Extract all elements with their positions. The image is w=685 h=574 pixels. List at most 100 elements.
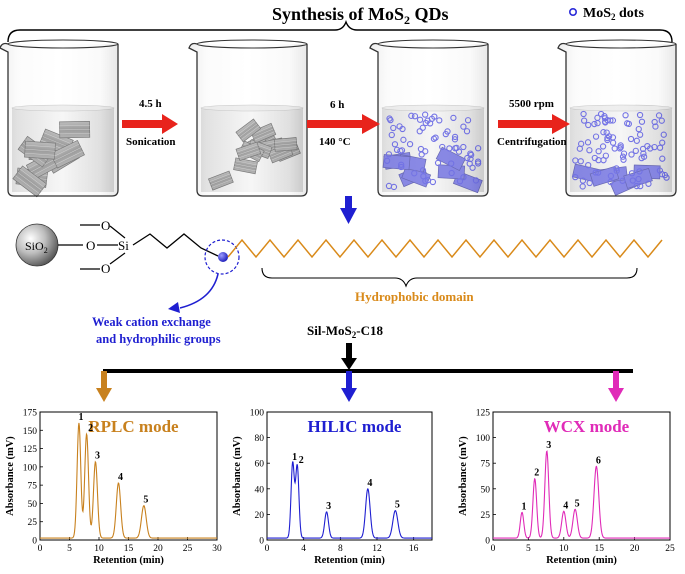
hilic-xtick-label: 12 — [372, 544, 382, 554]
step1-method-label: Sonication — [126, 136, 176, 148]
wcx-xtick-label: 0 — [491, 544, 496, 554]
c18-chain — [227, 238, 663, 259]
hilic-peak-label: 5 — [395, 500, 400, 511]
hilic-peak-label: 1 — [292, 452, 297, 463]
wcx-ytick-label: 75 — [481, 460, 491, 470]
rplc-chromatogram-trace — [40, 422, 217, 539]
rplc-peak-label: 1 — [78, 412, 83, 423]
beaker-sonicated — [188, 39, 308, 197]
hilic-title: HILIC mode — [308, 417, 402, 436]
mos2-dot-legend-icon — [568, 8, 577, 17]
rplc-ytick-label: 75 — [28, 482, 38, 492]
silica-molecule: SiO2 O Si O O Hydrophobic domain Weak ca… — [15, 218, 663, 346]
rplc-peak-label: 5 — [143, 495, 148, 506]
top-brace — [7, 20, 673, 43]
wcx-peak-label: 2 — [534, 468, 539, 479]
rplc-peak-label: 2 — [88, 423, 93, 434]
wcx-xtick-label: 10 — [559, 544, 569, 554]
hilic-ytick-label: 80 — [255, 434, 265, 444]
wcx-ytick-label: 0 — [485, 537, 490, 547]
wcx-xtick-label: 15 — [594, 544, 604, 554]
dashed-site-circle — [204, 239, 240, 275]
material-label: Sil-MoS2-C18 — [307, 323, 384, 340]
rplc-xtick-label: 0 — [38, 544, 43, 554]
rplc-ylabel: Absorbance (mV) — [5, 436, 16, 516]
hilic-xtick-label: 0 — [265, 544, 270, 554]
hydrophobic-domain-label: Hydrophobic domain — [355, 289, 474, 304]
step-arrow-1: 4.5 h Sonication — [122, 98, 178, 148]
step3-speed-label: 5500 rpm — [509, 98, 554, 110]
hilic-peak-label: 4 — [367, 478, 372, 489]
hilic-xtick-label: 8 — [338, 544, 343, 554]
step3-method-label: Centrifugation — [497, 136, 567, 148]
o-bot-label: O — [101, 261, 110, 276]
wcx-ylabel: Absorbance (mV) — [458, 436, 469, 516]
step-arrow-2: 6 h 140 °C — [307, 99, 380, 148]
wcx-ytick-label: 50 — [481, 485, 491, 495]
rplc-ytick-label: 25 — [28, 518, 38, 528]
rplc-ytick-label: 150 — [23, 427, 38, 437]
wcx-ytick-label: 100 — [476, 434, 491, 444]
hilic-xlabel: Retention (min) — [314, 555, 385, 566]
wcx-peak-label: 1 — [522, 501, 527, 512]
hilic-plot-frame — [266, 411, 433, 541]
rplc-xtick-label: 30 — [212, 544, 222, 554]
rplc-xtick-label: 15 — [124, 544, 134, 554]
beaker-heated — [369, 39, 489, 197]
hilic-ytick-label: 0 — [259, 537, 264, 547]
rplc-xtick-label: 5 — [67, 544, 72, 554]
hilic-xtick-label: 16 — [409, 544, 419, 554]
wcx-xlabel: Retention (min) — [546, 555, 617, 566]
blue-down-arrow — [340, 196, 357, 224]
wcx-xtick-label: 25 — [665, 544, 675, 554]
hilic-ytick-label: 20 — [255, 511, 265, 521]
rplc-ytick-label: 100 — [23, 463, 38, 473]
beaker-centrifuged — [557, 39, 677, 197]
rplc-title: RPLC mode — [88, 417, 179, 436]
hilic-ytick-label: 100 — [250, 409, 265, 419]
rplc-ytick-label: 50 — [28, 500, 38, 510]
weak-cation-label-line2: and hydrophilic groups — [96, 332, 221, 346]
rplc-ytick-label: 0 — [32, 537, 37, 547]
wcx-plot-frame — [492, 411, 671, 541]
wcx-peak-label: 3 — [546, 440, 551, 451]
mode-distribution-tree — [96, 343, 633, 402]
rplc-peak-label: 3 — [95, 451, 100, 462]
sio2-label: SiO2 — [25, 239, 48, 255]
hilic-chromatogram-trace — [267, 461, 432, 539]
o-mid-label: O — [86, 238, 95, 253]
wcx-peak-label: 6 — [596, 455, 601, 466]
step1-time-label: 4.5 h — [139, 98, 162, 110]
beaker-bulk-mos2 — [0, 39, 119, 198]
wcx-xtick-label: 5 — [526, 544, 531, 554]
rplc-ytick-label: 125 — [23, 445, 38, 455]
rplc-xlabel: Retention (min) — [93, 555, 164, 566]
rplc-xtick-label: 25 — [183, 544, 193, 554]
hilic-ylabel: Absorbance (mV) — [232, 436, 243, 516]
wcx-peak-label: 4 — [563, 500, 568, 511]
synthesis-title: Synthesis of MoS2 QDs — [272, 4, 449, 27]
hilic-ytick-label: 60 — [255, 460, 265, 470]
wcx-ytick-label: 25 — [481, 511, 491, 521]
rplc-peak-label: 4 — [118, 472, 123, 483]
o-top-label: O — [101, 218, 110, 233]
hilic-peak-label: 2 — [299, 455, 304, 466]
wcx-ytick-label: 125 — [476, 409, 491, 419]
si-label: Si — [118, 238, 129, 253]
hilic-xtick-label: 4 — [301, 544, 306, 554]
wcx-xtick-label: 20 — [630, 544, 640, 554]
weak-cation-label-line1: Weak cation exchange — [92, 315, 211, 329]
rplc-ytick-label: 175 — [23, 409, 38, 419]
step2-time-label: 6 h — [330, 99, 344, 111]
mos2-attachment-dot — [218, 252, 228, 262]
rplc-xtick-label: 20 — [153, 544, 163, 554]
hilic-ytick-label: 40 — [255, 485, 265, 495]
hydrophobic-brace — [261, 267, 638, 288]
mos2-dots-legend: MoS2 dots — [583, 6, 644, 22]
wcx-peak-label: 5 — [575, 498, 580, 509]
rplc-xtick-label: 10 — [94, 544, 104, 554]
hilic-peak-label: 3 — [326, 501, 331, 512]
